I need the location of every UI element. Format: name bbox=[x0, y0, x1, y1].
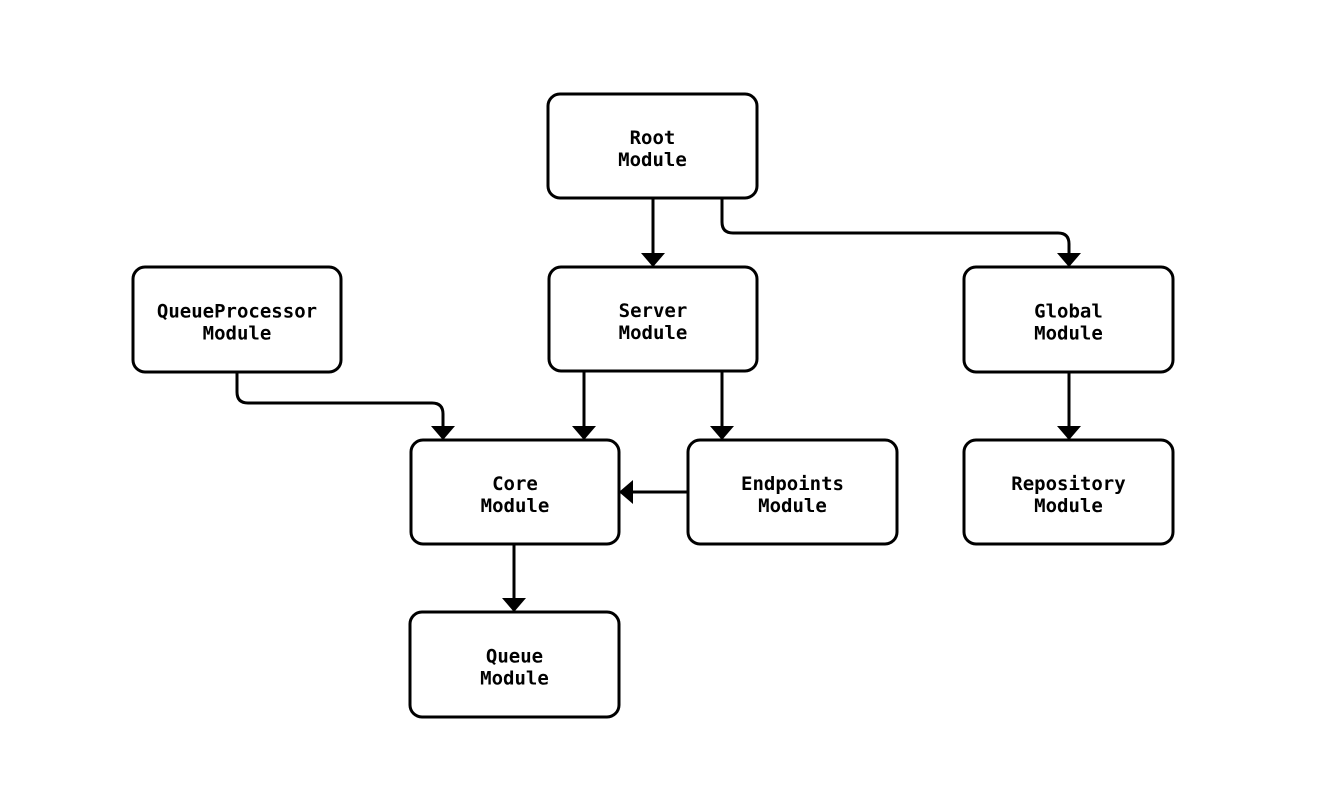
node-box-global-module bbox=[962, 265, 1175, 374]
node-label-repository-module-line-1: Repository bbox=[1011, 473, 1125, 495]
edge-queueprocessor-module-to-core-module bbox=[235, 372, 455, 440]
node-label-core-module-line-1: Core bbox=[492, 473, 538, 495]
node-label-queue-module-line-1: Queue bbox=[486, 646, 543, 668]
node-box-queueprocessor-module bbox=[131, 265, 343, 374]
node-label-global-module-line-1: Global bbox=[1034, 301, 1103, 323]
node-label-repository-module-line-2: Module bbox=[1034, 495, 1103, 517]
node-label-server-module-line-1: Server bbox=[619, 300, 688, 322]
node-box-core-module bbox=[409, 438, 621, 546]
node-label-endpoints-module-line-1: Endpoints bbox=[741, 473, 844, 495]
edge-root-module-to-global-module bbox=[720, 198, 1081, 267]
node-label-queue-module-line-2: Module bbox=[480, 668, 549, 690]
node-box-server-module bbox=[547, 265, 759, 373]
node-label-core-module-line-2: Module bbox=[481, 495, 550, 517]
node-label-global-module-line-2: Module bbox=[1034, 323, 1103, 345]
node-label-server-module-line-2: Module bbox=[619, 322, 688, 344]
node-box-repository-module bbox=[962, 438, 1175, 546]
node-label-endpoints-module-line-2: Module bbox=[758, 495, 827, 517]
node-box-queue-module bbox=[408, 610, 621, 719]
node-label-root-module-line-2: Module bbox=[618, 149, 687, 171]
node-label-root-module-line-1: Root bbox=[630, 127, 676, 149]
node-box-endpoints-module bbox=[686, 438, 899, 546]
node-label-queueprocessor-module-line-1: QueueProcessor bbox=[157, 301, 317, 323]
node-label-queueprocessor-module-line-2: Module bbox=[203, 323, 272, 345]
node-box-root-module bbox=[546, 92, 759, 200]
